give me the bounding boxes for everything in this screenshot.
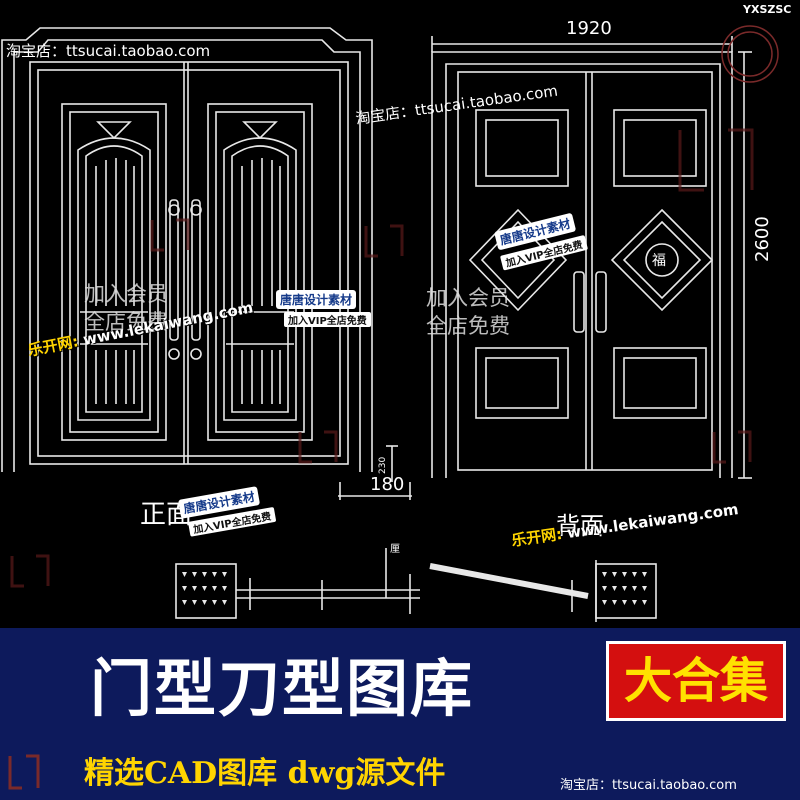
stamp-sub-2: 加入VIP全店免费 — [284, 312, 371, 327]
corner-logo-icon — [8, 754, 40, 790]
shop-watermark-top: 淘宝店：ttsucai.taobao.com — [6, 42, 211, 60]
front-door — [1, 27, 412, 500]
shop-watermark-bottom: 淘宝店：ttsucai.taobao.com — [560, 778, 737, 793]
plan-mark: 厘 — [390, 544, 400, 555]
plan-hatching — [182, 572, 647, 605]
seal-stamp-icon — [721, 25, 779, 83]
plan-sections — [175, 548, 657, 622]
banner-subtitle: 精选CAD图库 dwg源文件 — [84, 756, 446, 791]
corner-code: YXSZSC — [743, 3, 792, 16]
join-watermark-2: 加入会员 全店免费 — [426, 286, 510, 338]
banner-title: 门型刀型图库 — [90, 652, 475, 725]
logo-watermarks — [10, 128, 754, 588]
seal-character: 福 — [652, 253, 666, 269]
side-dimension: 180 — [370, 474, 405, 495]
back-door — [431, 36, 752, 479]
collection-badge: 大合集 — [606, 641, 786, 721]
small-dimension: 230 — [378, 456, 388, 474]
join-watermark-1: 加入会员 全店免费 — [84, 282, 168, 334]
width-dimension: 1920 — [566, 18, 612, 39]
height-dimension: 2600 — [752, 216, 773, 262]
stamp-title-2: 唐唐设计素材 — [276, 290, 357, 309]
cad-door-drawing — [1, 25, 779, 622]
back-label: 背面 — [556, 512, 604, 540]
